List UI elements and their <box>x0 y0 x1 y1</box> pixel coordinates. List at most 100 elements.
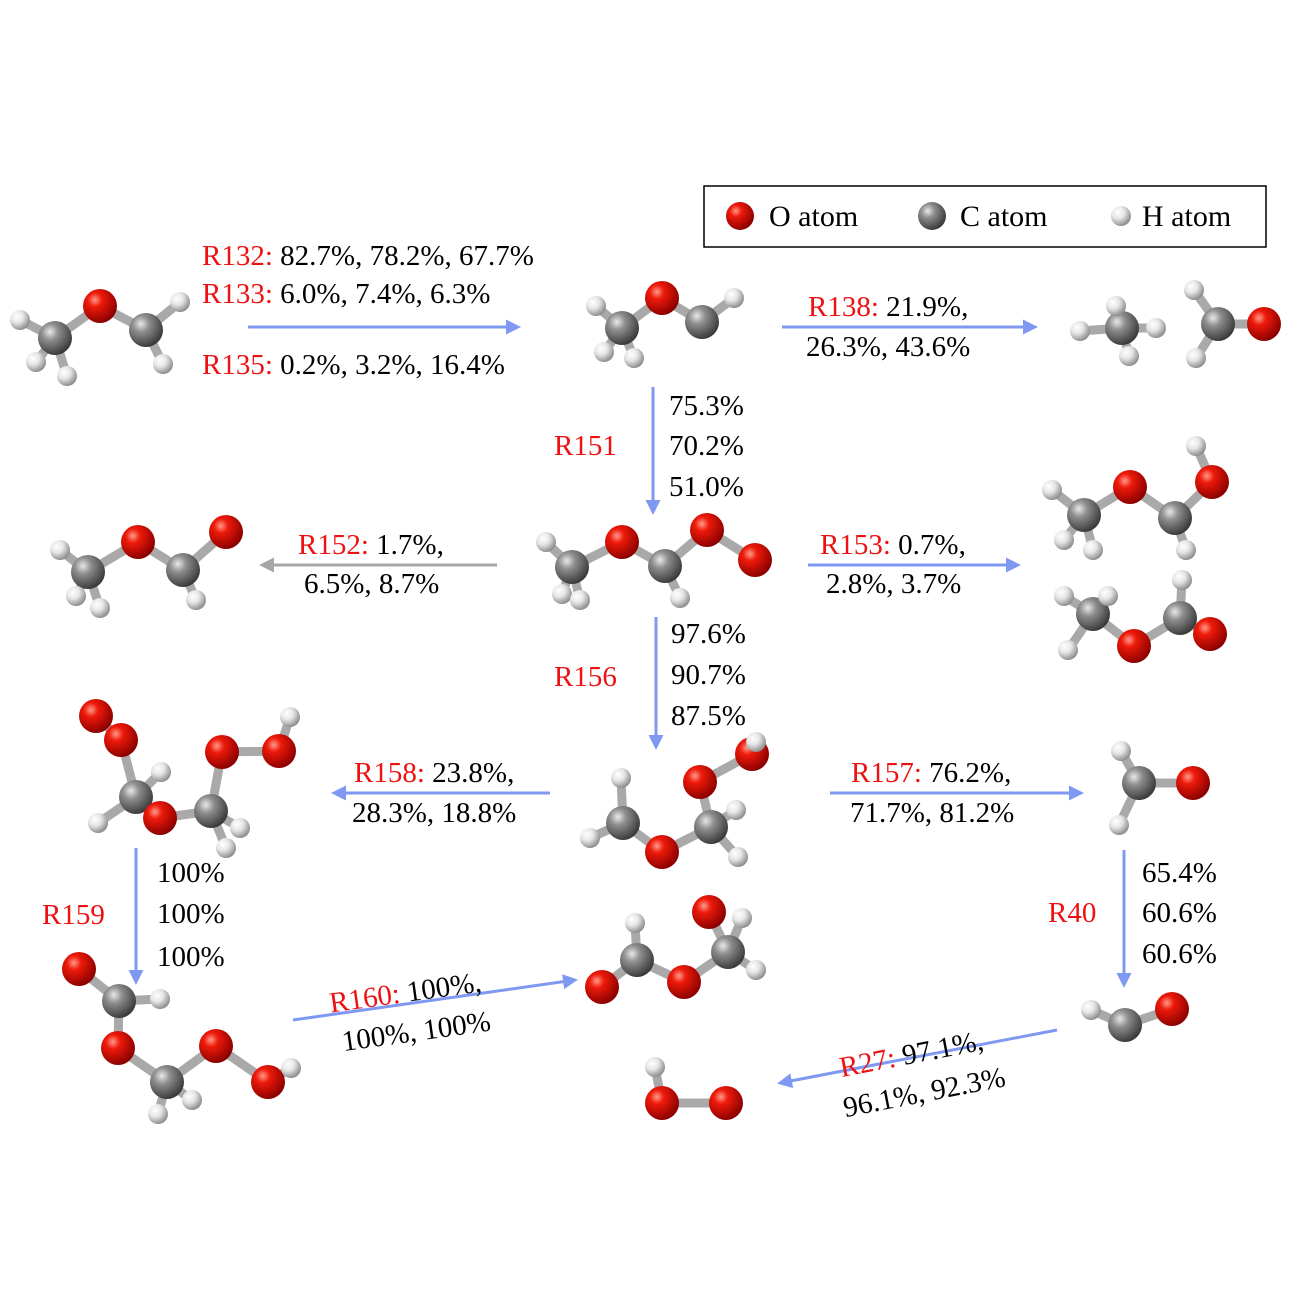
legend: O atom C atom H atom <box>703 185 1267 248</box>
label-r159-v3: 100% <box>157 941 225 973</box>
hydrogen-atom <box>1176 540 1196 560</box>
carbon-atom <box>711 935 745 969</box>
oxygen-atom <box>1176 766 1210 800</box>
hydrogen-atom <box>10 310 30 330</box>
oxygen-atom <box>209 515 243 549</box>
hydrogen-atom <box>586 296 606 316</box>
oxygen-atom <box>1155 992 1189 1026</box>
label-r133: R133: 6.0%, 7.4%, 6.3% <box>202 278 490 310</box>
molecules <box>10 280 1281 1124</box>
arrow-r160 <box>292 974 578 1022</box>
molecule-hco <box>1081 992 1189 1042</box>
carbon-atom <box>129 313 163 347</box>
hydrogen-atom <box>230 818 250 838</box>
oxygen-atom <box>199 1029 233 1063</box>
label-r157: R157: 76.2%, <box>851 757 1011 789</box>
hydrogen-atom <box>1081 1000 1101 1020</box>
hydrogen-atom <box>580 828 600 848</box>
legend-c-label: C atom <box>960 200 1048 233</box>
molecule-formate-ester <box>585 895 766 1004</box>
hydrogen-atom <box>611 768 631 788</box>
label-r153: R153: 0.7%, <box>820 529 966 561</box>
hydrogen-atom <box>57 366 77 386</box>
hydrogen-atom <box>1058 640 1078 660</box>
hydrogen-atom <box>724 288 744 308</box>
label-r156: R156 <box>554 661 617 693</box>
label-r152-line2: 6.5%, 8.7% <box>304 568 439 600</box>
label-r159-v2: 100% <box>157 898 225 930</box>
molecule-ho2 <box>645 1057 743 1120</box>
hydrogen-atom <box>536 532 556 552</box>
label-r160-group: R160: 100%, 100%, 100% <box>327 966 492 1058</box>
label-r159-v1: 100% <box>157 857 225 889</box>
hydrogen-atom <box>746 960 766 980</box>
legend-box <box>703 185 1267 248</box>
oxygen-atom <box>1247 307 1281 341</box>
label-r40-v2: 60.6% <box>1142 897 1217 929</box>
molecule-hoo-ch2och2oo <box>79 699 300 858</box>
carbon-atom <box>194 794 228 828</box>
hydrogen-atom <box>26 352 46 372</box>
legend-c-swatch <box>918 202 946 230</box>
oxygen-atom <box>121 525 155 559</box>
oxygen-atom <box>62 952 96 986</box>
hydrogen-atom <box>1083 540 1103 560</box>
hydrogen-atom <box>153 354 173 374</box>
hydrogen-atom <box>552 584 572 604</box>
hydrogen-atom <box>645 1057 665 1077</box>
label-r159: R159 <box>42 899 105 931</box>
hydrogen-atom <box>148 1104 168 1124</box>
label-r156-v2: 90.7% <box>671 659 746 691</box>
oxygen-atom <box>262 734 296 768</box>
oxygen-atom <box>605 525 639 559</box>
hydrogen-atom <box>90 598 110 618</box>
hydrogen-atom <box>1184 280 1204 300</box>
carbon-atom <box>605 311 639 345</box>
label-r135: R135: 0.2%, 3.2%, 16.4% <box>202 349 505 381</box>
label-r157-line2: 71.7%, 81.2% <box>850 797 1014 829</box>
oxygen-atom <box>585 970 619 1004</box>
carbon-atom <box>166 553 200 587</box>
molecule-ch3 <box>1070 296 1166 366</box>
oxygen-atom <box>83 289 117 323</box>
hydrogen-atom <box>726 800 746 820</box>
oxygen-atom <box>667 965 701 999</box>
carbon-atom <box>648 549 682 583</box>
molecule-hcho-b <box>1109 741 1210 835</box>
legend-o-swatch <box>726 202 754 230</box>
hydrogen-atom <box>732 908 752 928</box>
hydrogen-atom <box>1186 348 1206 368</box>
label-r40-v1: 65.4% <box>1142 857 1217 889</box>
label-r152: R152: 1.7%, <box>298 529 444 561</box>
molecule-ooc-ch2ooh <box>62 952 301 1124</box>
carbon-atom <box>1076 597 1110 631</box>
carbon-atom <box>150 1065 184 1099</box>
label-r132: R132: 82.7%, 78.2%, 67.7% <box>202 240 534 272</box>
hydrogen-atom <box>594 342 614 362</box>
label-r27-group: R27: 97.1%, 96.1%, 92.3% <box>837 1025 1008 1124</box>
legend-h-swatch <box>1111 206 1131 226</box>
label-r151-v2: 70.2% <box>669 430 744 462</box>
oxygen-atom <box>1113 470 1147 504</box>
molecule-hcho-a <box>1184 280 1281 368</box>
carbon-atom <box>555 550 589 584</box>
hydrogen-atom <box>1146 318 1166 338</box>
carbon-atom <box>685 305 719 339</box>
oxygen-atom <box>645 835 679 869</box>
molecule-ch3och2oo <box>536 513 772 610</box>
hydrogen-atom <box>1054 530 1074 550</box>
label-r138: R138: 21.9%, <box>808 291 968 323</box>
oxygen-atom <box>738 543 772 577</box>
hydrogen-atom <box>182 1090 202 1110</box>
molecule-ch3och2 <box>586 281 744 368</box>
hydrogen-atom <box>216 838 236 858</box>
molecule-dimethyl-ether <box>10 289 190 386</box>
molecule-ch3och2oh <box>1042 436 1229 560</box>
label-r138-line2: 26.3%, 43.6% <box>806 331 970 363</box>
carbon-atom <box>1108 1008 1142 1042</box>
oxygen-atom <box>1193 617 1227 651</box>
molecule-ch3och2o <box>50 515 243 618</box>
oxygen-atom <box>205 735 239 769</box>
oxygen-atom <box>645 281 679 315</box>
oxygen-atom <box>683 765 717 799</box>
